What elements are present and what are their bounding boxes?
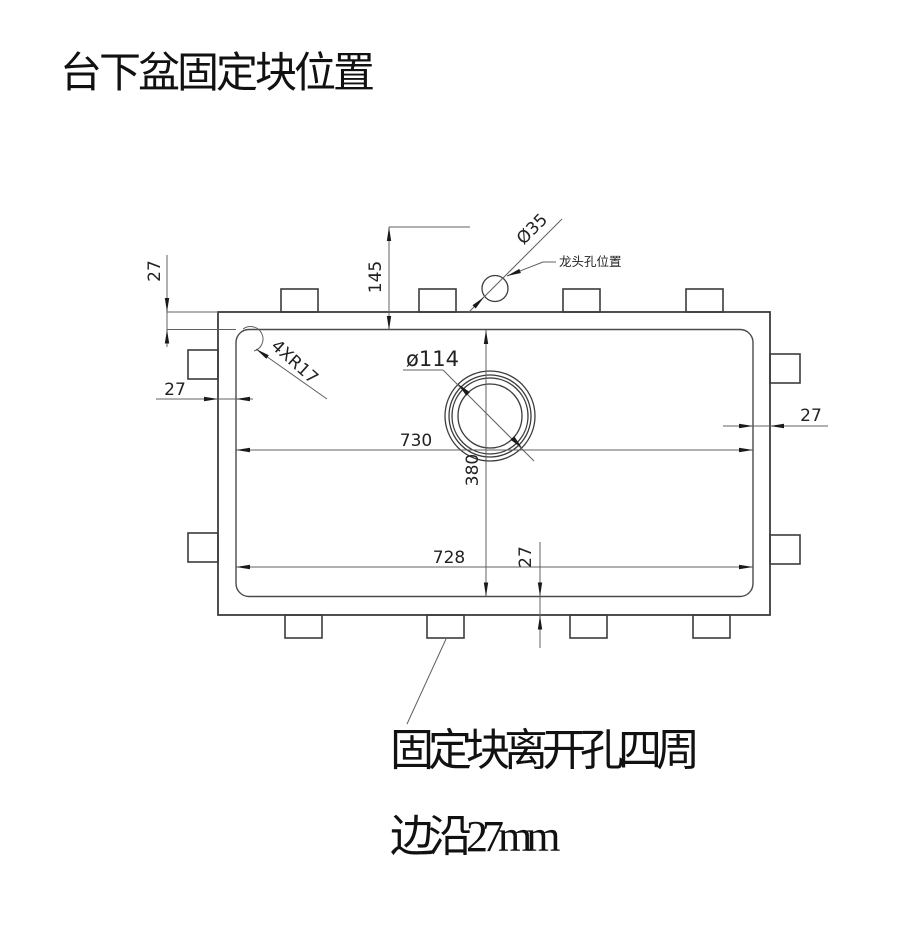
dim-drain-diameter: ø114 (403, 347, 535, 462)
dim-27-right: 27 (723, 406, 828, 429)
dim-728: 728 (236, 548, 753, 570)
note-leader-line (406, 638, 447, 725)
fixing-block-right-2 (769, 534, 801, 565)
fixing-block-bottom-4 (692, 614, 731, 639)
dim-728-label: 728 (433, 548, 465, 568)
drain-circle-outer (444, 370, 536, 462)
fixing-block-left-2 (187, 532, 219, 563)
fixing-block-top-1 (280, 288, 319, 313)
fixing-block-top-4 (685, 288, 724, 313)
fixing-block-top-3 (562, 288, 601, 313)
note-line-2: 边沿27mm (390, 812, 560, 861)
sink-basin-rounded-rect (235, 328, 754, 598)
drain-hole (444, 370, 536, 462)
fixing-block-right-1 (769, 353, 801, 384)
faucet-position-callout: 龙头孔位置 (506, 254, 622, 277)
fixing-block-left-1 (187, 349, 219, 380)
dim-145-label: 145 (366, 261, 386, 293)
dim-27-bottom-label: 27 (516, 546, 536, 568)
dim-27-right-label: 27 (800, 406, 822, 426)
dim-730: 730 (236, 431, 753, 453)
faucet-dia-label: Ø35 (513, 210, 552, 249)
dim-380: 380 (463, 330, 489, 597)
drain-circle-2 (448, 374, 532, 458)
dim-27-top-left: 27 (145, 255, 236, 347)
fixing-block-top-2 (418, 288, 457, 313)
dim-27-top-left-label: 27 (145, 260, 165, 282)
faucet-position-label: 龙头孔位置 (559, 254, 622, 269)
drain-circle-3 (451, 377, 529, 455)
note-line-1: 固定块离开孔四周 (390, 726, 700, 775)
dim-27-left: 27 (156, 380, 253, 402)
dim-380-label: 380 (463, 454, 483, 486)
dim-730-label: 730 (400, 431, 432, 451)
dim-145: 145 (366, 226, 470, 330)
fixing-block-bottom-1 (284, 614, 323, 639)
fixing-block-bottom-2 (426, 614, 465, 639)
drain-dia-label: ø114 (406, 347, 459, 371)
dim-27-left-label: 27 (164, 380, 186, 400)
faucet-hole-circle (481, 274, 509, 303)
sink-outer-rect (217, 311, 771, 616)
page-title: 台下盆固定块位置 (60, 51, 375, 97)
corner-radius-callout: 4XR17 (242, 326, 328, 400)
dim-27-bottom: 27 (516, 542, 543, 648)
fixing-block-bottom-3 (569, 614, 608, 639)
drain-circle-inner (457, 383, 523, 449)
